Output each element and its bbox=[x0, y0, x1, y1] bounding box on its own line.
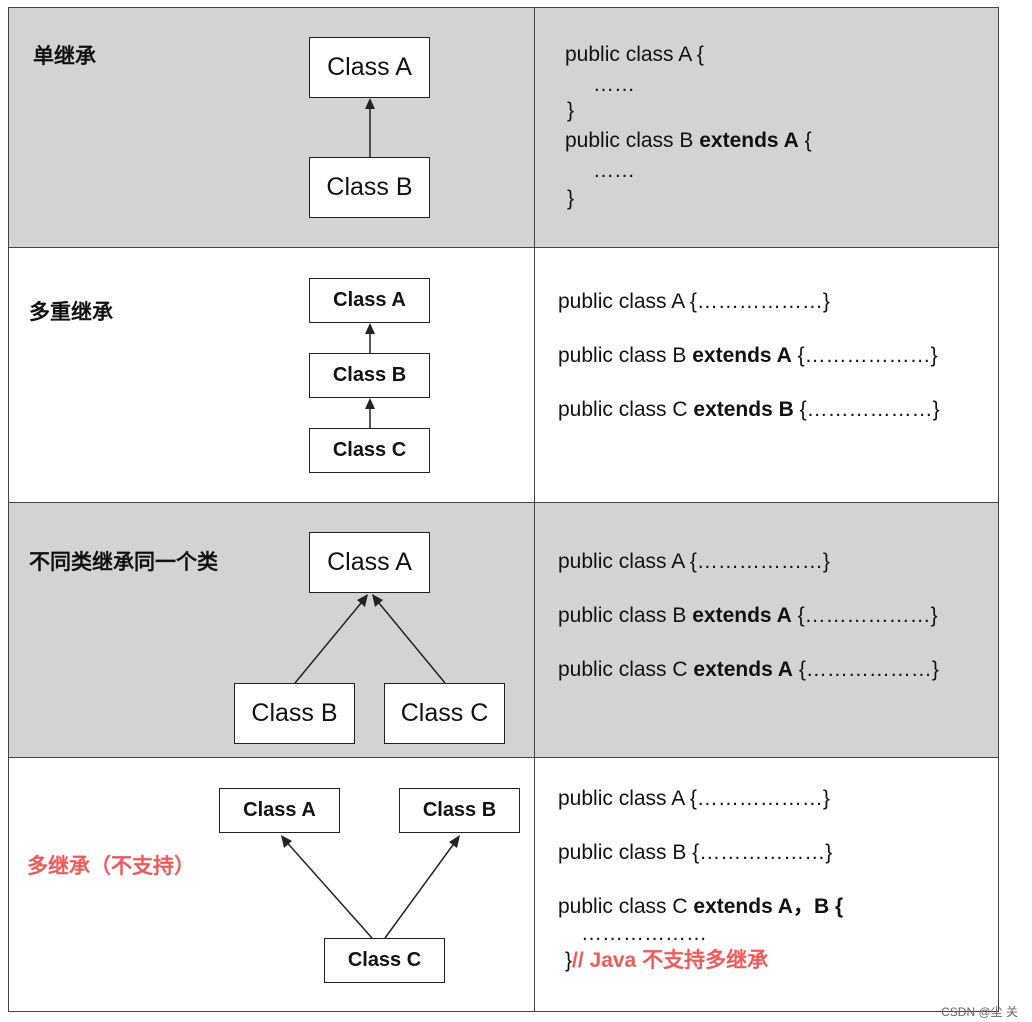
class-a-box: Class A bbox=[309, 532, 430, 593]
arrow-head bbox=[449, 835, 460, 848]
row-multiple-inheritance: 多继承（不支持） Class A Class B Class C public … bbox=[9, 758, 998, 1011]
row-label: 不同类继承同一个类 bbox=[29, 551, 218, 574]
class-a-box: Class A bbox=[309, 37, 430, 98]
code-line: ……………… bbox=[581, 922, 707, 945]
row-hierarchical-inheritance: 不同类继承同一个类 Class A Class B Class C public… bbox=[9, 503, 998, 758]
inheritance-arrows bbox=[294, 594, 446, 684]
arrow-c-to-a bbox=[373, 596, 446, 684]
row-label: 单继承 bbox=[33, 45, 96, 68]
arrow-head bbox=[357, 594, 368, 607]
class-b-box: Class B bbox=[234, 683, 355, 744]
code-line: public class B {………………} bbox=[558, 841, 833, 864]
inheritance-arrows bbox=[365, 98, 375, 157]
row-label: 多继承（不支持） bbox=[27, 855, 195, 878]
inheritance-arrows bbox=[365, 323, 375, 428]
row-single-inheritance: 单继承 Class A Class B public class A { …… … bbox=[9, 8, 998, 248]
code-line: public class B extends A { bbox=[565, 129, 812, 152]
class-a-box: Class A bbox=[219, 788, 340, 833]
class-b-box: Class B bbox=[399, 788, 520, 833]
class-c-box: Class C bbox=[309, 428, 430, 473]
inheritance-arrows bbox=[281, 835, 460, 939]
code-line: public class B extends A {………………} bbox=[558, 604, 938, 627]
code-line: public class B extends A {………………} bbox=[558, 344, 938, 367]
code-line: public class A { bbox=[565, 43, 704, 66]
code-line: public class A {………………} bbox=[558, 550, 830, 573]
class-b-box: Class B bbox=[309, 157, 430, 218]
arrow-c-to-b bbox=[384, 837, 459, 939]
arrow-head bbox=[372, 594, 383, 607]
class-b-box: Class B bbox=[309, 353, 430, 398]
column-divider bbox=[534, 8, 535, 1011]
java-comment: // Java 不支持多继承 bbox=[572, 949, 769, 972]
row-label: 多重继承 bbox=[29, 301, 113, 324]
arrow-head bbox=[365, 323, 375, 334]
code-line: public class A {………………} bbox=[558, 290, 830, 313]
arrow-b-to-a bbox=[294, 596, 367, 684]
arrow-head bbox=[365, 398, 375, 409]
code-line: …… bbox=[593, 159, 635, 182]
class-c-box: Class C bbox=[384, 683, 505, 744]
class-a-box: Class A bbox=[309, 278, 430, 323]
code-line: …… bbox=[593, 73, 635, 96]
code-line: } bbox=[567, 99, 575, 122]
row-multilevel-inheritance: 多重继承 Class A Class B Class C public clas… bbox=[9, 248, 998, 503]
code-line: } bbox=[567, 187, 575, 210]
code-line: public class A {………………} bbox=[558, 787, 830, 810]
arrow-head bbox=[365, 98, 375, 109]
watermark: CSDN @尘 关 bbox=[941, 1005, 1018, 1019]
arrow-c-to-a bbox=[282, 837, 373, 939]
code-line: public class C extends B {………………} bbox=[558, 398, 940, 421]
inheritance-table: 单继承 Class A Class B public class A { …… … bbox=[8, 7, 999, 1012]
class-c-box: Class C bbox=[324, 938, 445, 983]
code-line: }// Java 不支持多继承 bbox=[565, 949, 769, 972]
arrow-head bbox=[281, 835, 292, 848]
code-line: public class C extends A，B { bbox=[558, 895, 844, 918]
code-line: public class C extends A {………………} bbox=[558, 658, 939, 681]
